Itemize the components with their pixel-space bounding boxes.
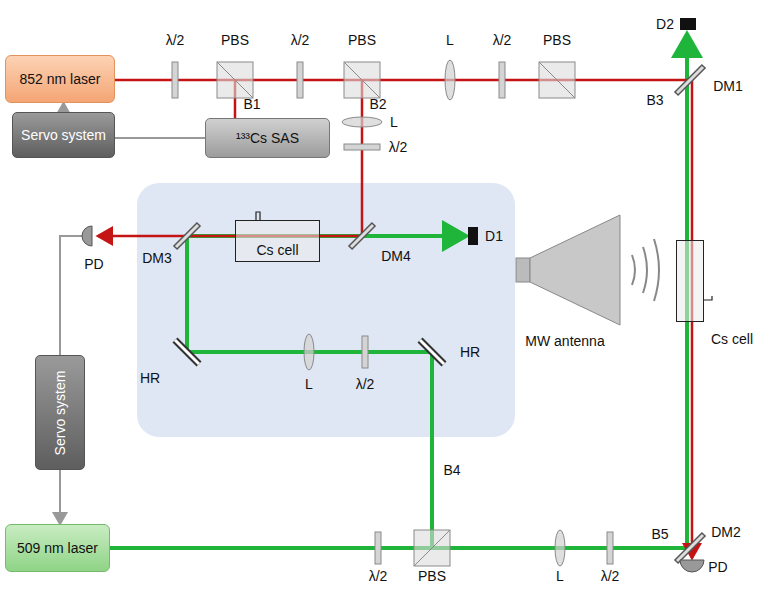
laser-box: 509 nm laser <box>5 524 110 572</box>
part-label: B3 <box>646 92 663 108</box>
part-label: DM2 <box>711 524 741 540</box>
node-text: Servo system <box>52 370 68 455</box>
node-text: Servo system <box>21 127 106 143</box>
part-label: HR <box>460 344 480 360</box>
spectroscopy-box: ¹³³Cs SAS <box>205 118 330 158</box>
part-label: L <box>556 568 564 584</box>
optics <box>172 60 613 566</box>
green-beam <box>110 34 687 548</box>
beam-dump <box>680 18 696 30</box>
node-text: Cs cell <box>711 331 753 347</box>
photodiode <box>680 560 704 572</box>
mw-antenna <box>516 215 659 325</box>
part-label: D1 <box>485 228 503 244</box>
vapor-cell: Cs cell <box>676 240 704 322</box>
photodiode <box>82 226 92 246</box>
part-label: B5 <box>651 526 668 542</box>
hr-mirror <box>175 340 444 364</box>
part-label: PD <box>84 256 103 272</box>
node-text: 852 nm laser <box>20 71 101 87</box>
servo-box: Servo system <box>35 355 85 470</box>
part-label: λ/2 <box>356 376 375 392</box>
dichroic-mirror-face <box>176 67 703 561</box>
dichroic-mirror <box>175 66 704 562</box>
part-label: PBS <box>348 32 376 48</box>
node-text: 509 nm laser <box>17 540 98 556</box>
red-beam <box>98 80 692 558</box>
part-label: DM3 <box>142 250 172 266</box>
part-label: L <box>390 114 398 130</box>
cell-stem <box>256 212 260 220</box>
part-label: D2 <box>656 16 674 32</box>
cell-stem <box>704 296 712 300</box>
part-label: HR <box>140 370 160 386</box>
part-label: B2 <box>369 96 386 112</box>
part-label: λ/2 <box>369 568 388 584</box>
beam-dump <box>468 227 478 245</box>
part-label: B4 <box>443 462 460 478</box>
node-text: Cs cell <box>256 242 298 258</box>
part-label: λ/2 <box>291 32 310 48</box>
part-label: λ/2 <box>601 568 620 584</box>
servo-box: Servo system <box>12 112 115 158</box>
signal-connector <box>63 103 65 112</box>
part-label: λ/2 <box>166 32 185 48</box>
part-label: PD <box>708 559 727 575</box>
signal-connector <box>59 470 61 524</box>
vapor-cell: Cs cell <box>235 220 320 262</box>
node-text: ¹³³Cs SAS <box>236 130 299 146</box>
part-label: λ/2 <box>389 139 408 155</box>
part-label: L <box>446 32 454 48</box>
part-label: DM4 <box>381 248 411 264</box>
part-label: λ/2 <box>493 32 512 48</box>
part-label: DM1 <box>713 78 743 94</box>
part-label: PBS <box>221 32 249 48</box>
part-label: PBS <box>418 568 446 584</box>
shaded-region <box>137 183 515 437</box>
signal-connector <box>115 137 205 139</box>
laser-box: 852 nm laser <box>5 55 115 103</box>
signal-wire <box>60 236 84 355</box>
part-label: L <box>305 376 313 392</box>
part-label: MW antenna <box>525 333 604 349</box>
part-label: B1 <box>243 96 260 112</box>
part-label: PBS <box>543 32 571 48</box>
